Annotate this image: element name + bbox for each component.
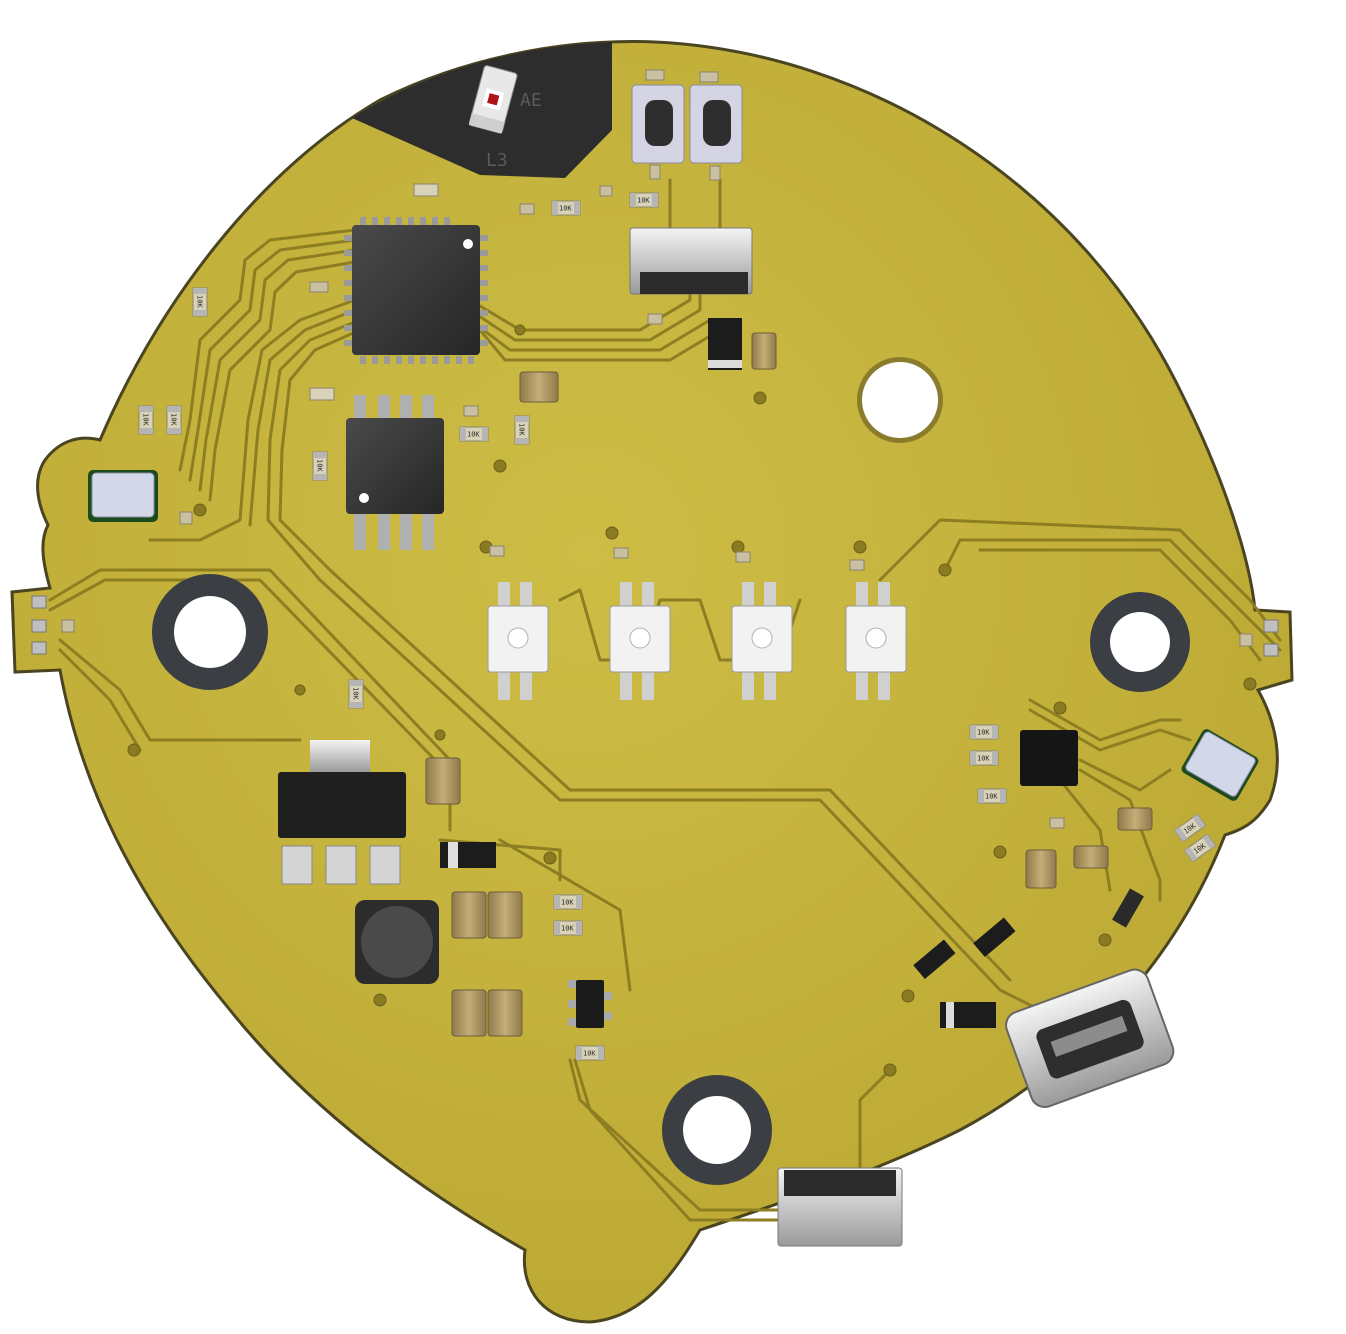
micro-usb-connector [1005,968,1175,1108]
svg-text:10K: 10K [985,793,998,801]
resistor: 10K [551,200,581,216]
crystal-left [88,470,158,522]
led-3 [731,582,793,700]
tactile-switch-2 [689,84,743,164]
svg-text:10K: 10K [583,1050,596,1058]
led-4 [845,582,907,700]
power-inductor [355,900,439,984]
svg-text:10K: 10K [559,205,572,213]
crystal-right [1181,729,1259,801]
sensor-ic-right [1020,730,1078,786]
svg-text:10K: 10K [352,687,360,700]
resistor: 10K [138,405,154,435]
resistor: 10K [629,192,659,208]
resistor: 10K [969,750,999,766]
svg-text:10K: 10K [561,925,574,933]
antenna-chip [468,65,518,134]
resistor: 10K [553,894,583,910]
small-passives [61,69,1253,829]
mounting-hole-right [1090,592,1190,692]
traces [48,178,1282,1222]
resistor [413,183,439,197]
svg-text:10K: 10K [977,755,990,763]
fpc-connector-bottom [777,1167,903,1247]
resistor: 10K [348,679,364,709]
led-2 [609,582,671,700]
resistor: 10K [459,426,489,442]
resistor [1112,888,1144,928]
led-1 [487,582,549,700]
flash-chip [346,395,444,550]
capacitors [425,332,1153,1037]
svg-text:10K: 10K [637,197,650,205]
svg-text:10K: 10K [170,413,178,426]
resistor: 10K [1183,833,1217,863]
mounting-hole-left [152,574,268,690]
resistor: 10K [192,287,208,317]
resistor: 10K [312,451,328,481]
resistor: 10K [969,724,999,740]
voltage-regulator [278,740,406,885]
mounting-hole-bottom [662,1075,772,1185]
svg-text:10K: 10K [561,899,574,907]
svg-text:10K: 10K [467,431,480,439]
resistor [309,387,335,401]
mounting-hole-plain [857,357,943,443]
resistor: 10K [514,415,530,445]
resistors: 10K 10K 10K 10K 10K 10K [138,183,1217,1061]
svg-text:10K: 10K [977,729,990,737]
resistor: 10K [977,788,1007,804]
vias [127,324,1257,1077]
svg-text:10K: 10K [196,295,204,308]
resistor: 10K [575,1045,605,1061]
fpc-connector-top [629,227,753,295]
mcu-chip [344,217,488,364]
svg-text:10K: 10K [518,423,526,436]
resistor: 10K [166,405,182,435]
resistor: 10K [553,920,583,936]
diodes [440,318,1016,1028]
inductor-silkscreen: L3 [486,150,508,171]
resistor: 10K [1173,813,1207,843]
svg-text:10K: 10K [316,459,324,472]
antenna-silkscreen: AE [520,90,542,111]
small-ic-sot [568,980,612,1028]
led-row [487,582,907,700]
svg-text:10K: 10K [142,413,150,426]
tactile-switch-1 [631,84,685,164]
edge-pads [31,595,1279,657]
